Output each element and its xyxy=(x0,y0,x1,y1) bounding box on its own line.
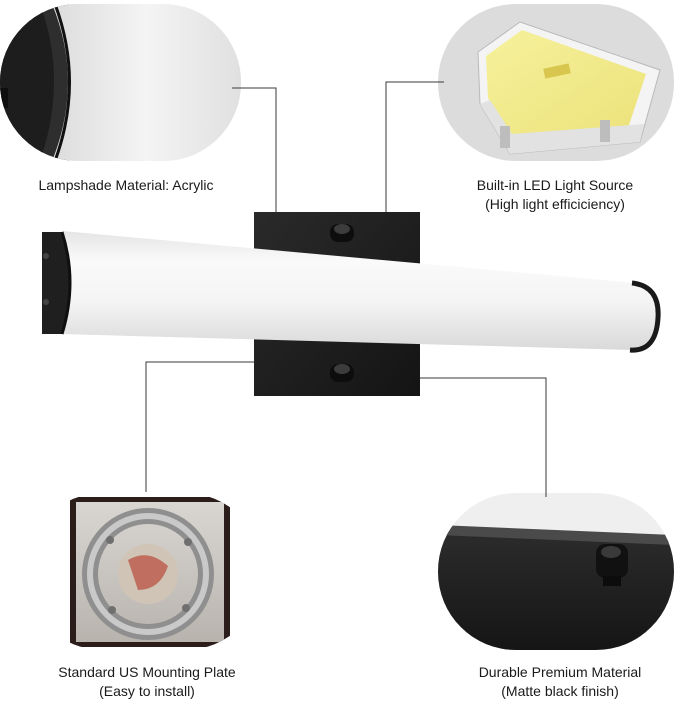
caption-material: Durable Premium Material (Matte black fi… xyxy=(427,663,679,701)
callout-lampshade xyxy=(0,4,241,161)
callout-led-chip xyxy=(438,4,674,161)
acrylic-tube xyxy=(62,231,661,353)
caption-lampshade-title: Lampshade Material: Acrylic xyxy=(38,177,214,193)
caption-plate-subtitle: (Easy to install) xyxy=(99,683,195,699)
caption-material-subtitle: (Matte black finish) xyxy=(501,683,619,699)
caption-lampshade: Lampshade Material: Acrylic xyxy=(0,176,252,195)
caption-led-title: Built-in LED Light Source xyxy=(476,177,634,193)
left-end-cap xyxy=(42,231,72,335)
caption-material-title: Durable Premium Material xyxy=(478,664,642,680)
callout-matte-material xyxy=(438,493,674,650)
callout-mounting-plate xyxy=(25,493,263,650)
caption-mounting-plate: Standard US Mounting Plate (Easy to inst… xyxy=(16,663,278,701)
caption-plate-title: Standard US Mounting Plate xyxy=(58,664,236,680)
caption-led: Built-in LED Light Source (High light ef… xyxy=(427,176,679,214)
caption-led-subtitle: (High light efficiciency) xyxy=(485,196,625,212)
